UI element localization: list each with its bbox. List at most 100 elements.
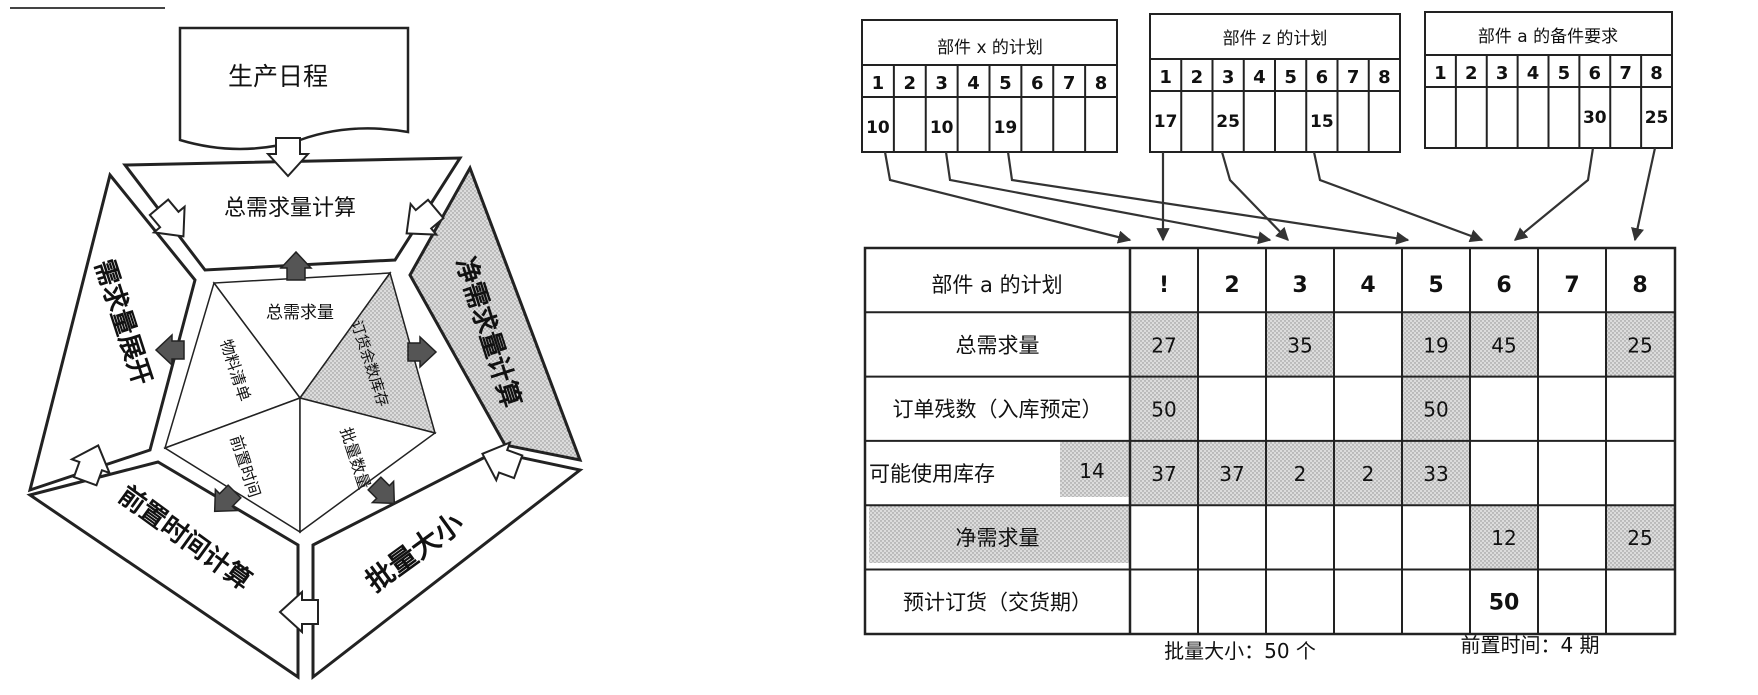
plan-period-label: 1 <box>1159 67 1172 88</box>
plan-value: 17 <box>1154 112 1178 132</box>
plan-z-title: 部件 z 的计划 <box>1223 29 1328 49</box>
plan-value: 10 <box>866 118 890 138</box>
segment-explode <box>27 171 197 493</box>
flow-arrow-icon <box>265 137 311 178</box>
mrp-cell-value: 25 <box>1627 526 1652 550</box>
mrp-period-header: 6 <box>1496 273 1511 298</box>
plan-a-spare-title: 部件 a 的备件要求 <box>1478 27 1618 47</box>
mrp-cell-value: 2 <box>1294 462 1307 486</box>
mrp-cell-value: 27 <box>1151 333 1176 357</box>
data-arrow-icon <box>367 476 396 505</box>
plan-period-label: 2 <box>904 73 917 94</box>
plan-period-label: 6 <box>1031 73 1044 94</box>
shaded-cell <box>1130 440 1198 506</box>
arrow-z3 <box>1220 151 1289 241</box>
shaded-cell <box>1198 440 1266 506</box>
plan-value: 15 <box>1310 112 1334 132</box>
mrp-cell-value: 2 <box>1362 462 1375 486</box>
data-arrow-icon <box>213 484 242 513</box>
plan-value: 25 <box>1645 108 1669 128</box>
arrow-z6 <box>1312 151 1484 243</box>
data-arrow-icon <box>154 333 185 367</box>
plan-period-label: 7 <box>1347 67 1360 88</box>
mrp-cell-value: 37 <box>1151 462 1176 486</box>
plan-period-label: 8 <box>1095 73 1108 94</box>
arrow-a8 <box>1631 147 1657 242</box>
plan-period-label: 5 <box>999 73 1012 94</box>
shaded-cell <box>1130 376 1198 441</box>
mrp-cell-value: 50 <box>1423 398 1448 422</box>
arrow-x5 <box>1006 151 1410 245</box>
plan-value: 19 <box>994 118 1018 138</box>
mrp-cell-value: 33 <box>1423 462 1448 486</box>
plan-value: 25 <box>1216 112 1240 132</box>
plan-x-title: 部件 x 的计划 <box>937 38 1043 58</box>
mrp-period-header: ! <box>1159 273 1169 298</box>
mrp-period-header: 7 <box>1564 273 1579 298</box>
lead-time-note: 前置时间：4 期 <box>1460 633 1599 657</box>
plan-period-label: 2 <box>1465 63 1478 84</box>
plan-period-label: 5 <box>1558 63 1571 84</box>
inner-lot <box>299 397 437 534</box>
flow-arrow-icon <box>148 198 186 238</box>
mrp-cell-value: 50 <box>1151 398 1176 422</box>
mrp-row-label: 可能使用库存 <box>869 462 995 486</box>
shaded-cell <box>1402 440 1470 506</box>
mrp-cycle-diagram: 生产日程 总需求量计算 需求量展开 净需求量计算 前置时间计算 批量大小 总需求… <box>10 7 584 681</box>
plan-period-label: 8 <box>1378 67 1391 88</box>
arrow-a6 <box>1513 147 1595 241</box>
mrp-cell-value: 50 <box>1489 591 1520 616</box>
mrp-period-header: 3 <box>1292 273 1307 298</box>
mrp-title: 部件 a 的计划 <box>931 273 1062 297</box>
plan-period-label: 4 <box>967 73 980 94</box>
net-req-label-shade <box>869 506 1130 563</box>
shaded-cell <box>1266 312 1334 377</box>
plan-period-label: 8 <box>1650 63 1663 84</box>
mrp-cell-value: 25 <box>1627 333 1652 357</box>
shaded-cell <box>1130 312 1198 377</box>
plan-period-label: 1 <box>1434 63 1447 84</box>
arrow-x1 <box>883 151 1132 244</box>
plan-period-label: 6 <box>1589 63 1602 84</box>
plan-period-label: 3 <box>1222 67 1235 88</box>
plan-period-label: 2 <box>1191 67 1204 88</box>
mrp-row-label: 总需求量 <box>956 333 1040 357</box>
requirement-flow-arrows <box>883 147 1657 245</box>
plan-period-label: 6 <box>1316 67 1329 88</box>
shaded-cell <box>1402 376 1470 441</box>
mrp-grid-lines <box>865 248 1675 634</box>
plan-value: 10 <box>930 118 954 138</box>
segment-lot-size <box>311 450 584 681</box>
mrp-row-label: 订单残数（入库预定） <box>893 398 1103 422</box>
shaded-cell <box>1606 312 1674 377</box>
mrp-cell-value: 37 <box>1219 462 1244 486</box>
plan-period-label: 7 <box>1619 63 1632 84</box>
segment-lead-calc <box>26 460 300 680</box>
lot-size-note: 批量大小：50 个 <box>1164 639 1316 663</box>
mrp-cell-value: 45 <box>1491 333 1516 357</box>
data-arrow-icon <box>279 250 313 281</box>
plan-period-label: 4 <box>1253 67 1266 88</box>
plan-value: 30 <box>1583 108 1607 128</box>
mrp-cell-value: 35 <box>1287 333 1312 357</box>
mrp-period-header: 4 <box>1360 273 1375 298</box>
production-schedule-label: 生产日程 <box>228 62 328 91</box>
data-arrow-icon <box>407 335 438 369</box>
mrp-period-header: 5 <box>1428 273 1443 298</box>
shaded-cell <box>1606 505 1674 570</box>
mrp-row-label: 预计订货（交货期） <box>903 591 1092 615</box>
flow-arrow-icon <box>69 444 112 487</box>
plan-period-label: 3 <box>1496 63 1509 84</box>
shaded-cell <box>1470 312 1538 377</box>
plan-period-label: 5 <box>1284 67 1297 88</box>
plan-period-label: 1 <box>872 73 885 94</box>
mrp-row-label: 净需求量 <box>956 526 1040 550</box>
